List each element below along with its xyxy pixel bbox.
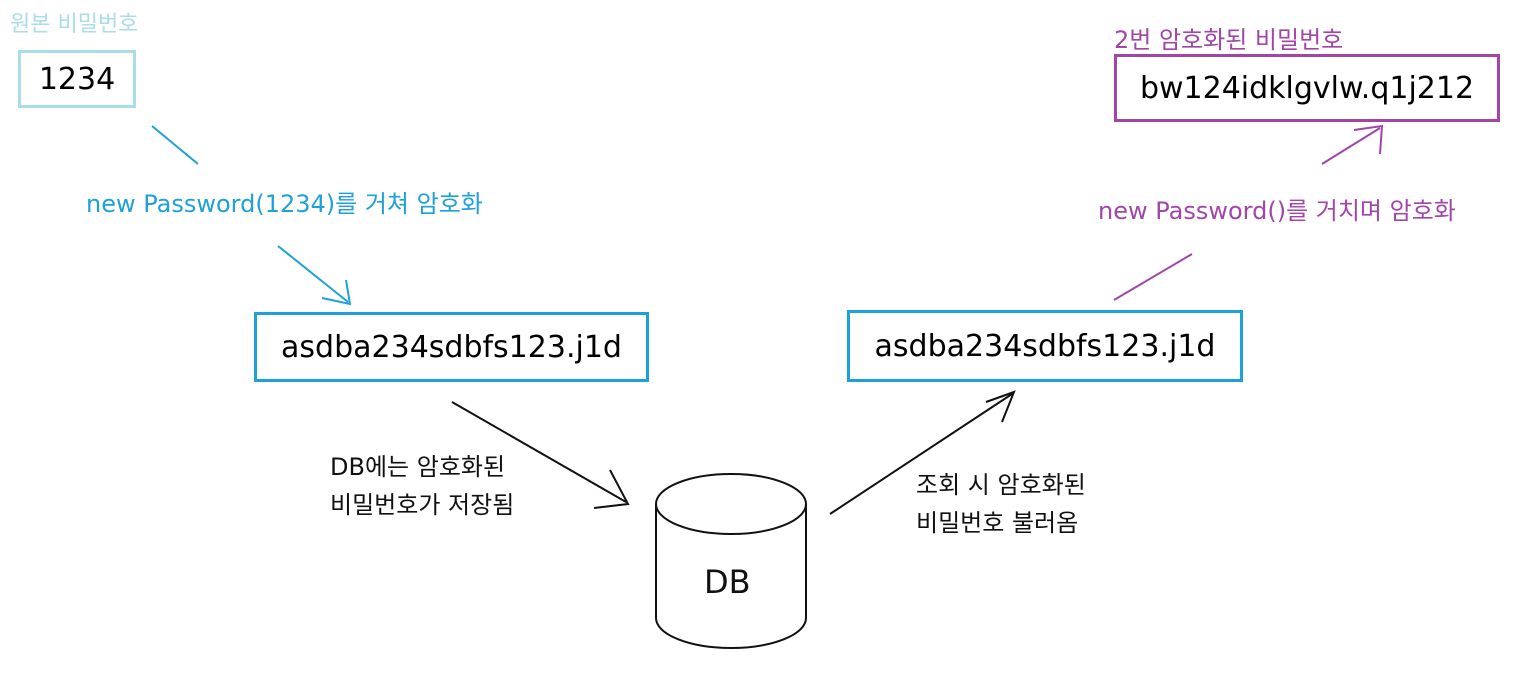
original-password-box: 1234 xyxy=(18,50,136,108)
store-note-line1: DB에는 암호화된 xyxy=(330,453,506,481)
stored-hash-value: asdba234sdbfs123.j1d xyxy=(281,329,622,365)
arrow-head-blue xyxy=(321,279,352,306)
original-password-value: 1234 xyxy=(38,61,116,97)
arrow-head-purple xyxy=(1353,124,1384,155)
store-note-line2: 비밀번호가 저장됨 xyxy=(330,491,515,519)
stored-hash-box: asdba234sdbfs123.j1d xyxy=(254,312,649,382)
arrow-original-to-caption xyxy=(151,125,199,165)
loaded-hash-box: asdba234sdbfs123.j1d xyxy=(847,310,1243,382)
reencrypt-step-caption: new Password()를 거치며 암호화 xyxy=(1098,197,1456,225)
db-label: DB xyxy=(704,563,751,601)
arrow-caption-to-second-hash xyxy=(1321,127,1381,165)
load-note: 조회 시 암호화된 비밀번호 불러옴 xyxy=(916,466,1086,542)
arrow-hash-to-caption xyxy=(1113,253,1193,301)
arrow-head-to-db xyxy=(593,469,630,509)
arrow-hash-to-db xyxy=(451,401,627,503)
store-note: DB에는 암호화된 비밀번호가 저장됨 xyxy=(330,448,514,524)
second-hash-value: bw124idklgvlw.q1j212 xyxy=(1139,70,1475,106)
loaded-hash-value: asdba234sdbfs123.j1d xyxy=(874,328,1216,364)
original-password-caption: 원본 비밀번호 xyxy=(10,12,139,37)
load-note-line1: 조회 시 암호화된 xyxy=(916,471,1086,499)
second-hash-caption: 2번 암호화된 비밀번호 xyxy=(1114,26,1344,54)
arrow-head-from-db xyxy=(985,390,1016,423)
second-hash-box: bw124idklgvlw.q1j212 xyxy=(1114,54,1500,122)
load-note-line2: 비밀번호 불러옴 xyxy=(916,509,1079,537)
arrow-caption-to-hash xyxy=(277,245,349,303)
db-cylinder-shape xyxy=(655,473,807,649)
arrow-db-to-hash xyxy=(829,393,1013,515)
encrypt-step-caption: new Password(1234)를 거쳐 암호화 xyxy=(86,190,483,218)
